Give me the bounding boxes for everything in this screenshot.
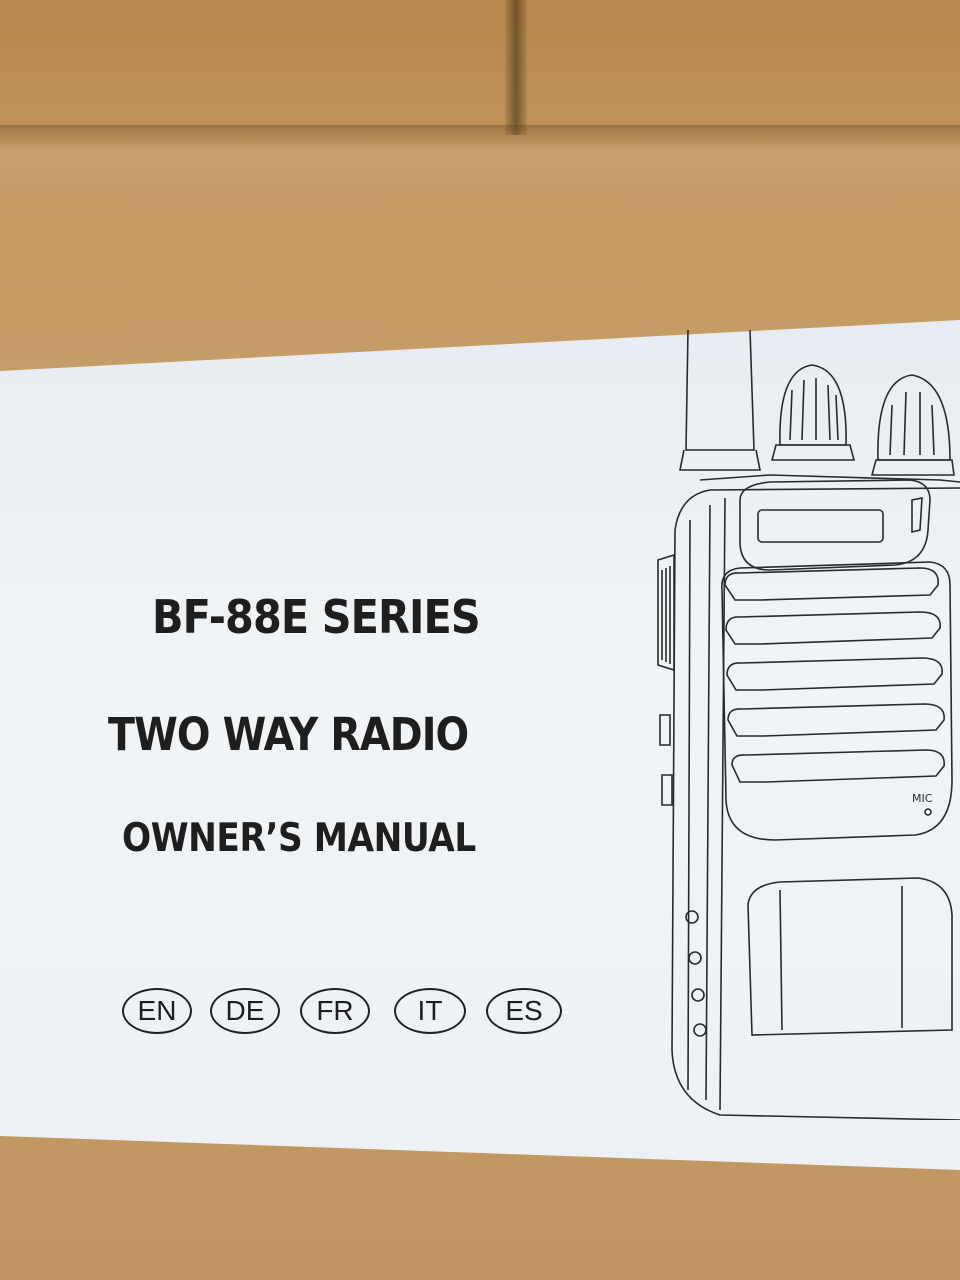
manual-title-series: BF-88E SERIES [152,590,481,644]
side-key-1 [659,714,671,746]
battery-clip [747,877,953,1036]
cardboard-crack [505,0,527,135]
language-badge-fr: FR [300,988,370,1034]
language-badge-en: EN [122,988,192,1034]
manual-title-product: TWO WAY RADIO [108,708,469,761]
cardboard-seam [0,125,960,215]
speaker-grille [721,561,953,841]
side-buttons [685,910,707,1037]
radio-body [657,487,960,1120]
ptt-button [657,553,675,672]
radio-line-drawing: MIC [657,330,960,1120]
manual-title-owners-manual: OWNER’S MANUAL [122,816,476,861]
language-badge-es: ES [486,988,562,1034]
mic-label: MIC [912,792,933,805]
volume-knob [770,364,856,461]
top-cap [699,474,960,483]
antenna [679,330,761,471]
side-key-2 [661,774,673,806]
channel-knob [870,374,955,476]
display-window [739,479,931,571]
language-badge-it: IT [394,988,466,1034]
language-badge-de: DE [210,988,280,1034]
